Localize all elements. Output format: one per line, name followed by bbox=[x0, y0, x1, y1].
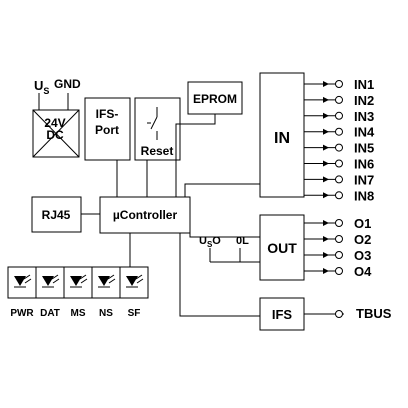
controller-label: µController bbox=[113, 208, 178, 222]
ifs-port-block: IFS- Port bbox=[84, 97, 131, 197]
input-terminal-2: IN2 bbox=[304, 93, 374, 108]
input-terminal-6: IN6 bbox=[304, 157, 374, 172]
output-terminal-4: O4 bbox=[304, 264, 372, 279]
in-label: IN bbox=[274, 130, 290, 147]
out-label: OUT bbox=[267, 240, 297, 256]
input-terminal-7: IN7 bbox=[304, 172, 374, 187]
switch-icon bbox=[147, 107, 158, 140]
led-label-sf: SF bbox=[128, 308, 141, 319]
ifs-block: IFS bbox=[259, 297, 305, 331]
ifs-port-label-2: Port bbox=[95, 123, 119, 137]
output-terminal-2: O2 bbox=[304, 232, 371, 247]
supply-type: DC bbox=[46, 128, 64, 142]
us-label: US bbox=[34, 78, 49, 96]
led-icon bbox=[126, 276, 138, 286]
led-icon bbox=[42, 276, 54, 286]
input-terminal-1: IN1 bbox=[304, 77, 374, 92]
led-row: PWR DAT MS NS SF bbox=[7, 266, 149, 319]
led-sf: SF bbox=[119, 267, 144, 319]
input-label-3: IN3 bbox=[354, 109, 374, 124]
tbus-terminal: TBUS bbox=[304, 306, 392, 321]
zero-l-label: 0L bbox=[236, 235, 249, 247]
in-block: IN bbox=[259, 72, 305, 198]
supply-voltage: 24V bbox=[44, 116, 65, 130]
output-label-1: O1 bbox=[354, 216, 371, 231]
led-dat: DAT bbox=[35, 267, 60, 319]
led-label-dat: DAT bbox=[40, 308, 60, 319]
input-label-2: IN2 bbox=[354, 93, 374, 108]
eprom-label: EPROM bbox=[193, 92, 237, 106]
eprom-block: EPROM bbox=[175, 81, 243, 197]
rj45-label: RJ45 bbox=[42, 208, 71, 222]
input-label-6: IN6 bbox=[354, 157, 374, 172]
input-label-8: IN8 bbox=[354, 188, 374, 203]
input-terminal-4: IN4 bbox=[304, 125, 375, 140]
input-label-1: IN1 bbox=[354, 77, 374, 92]
output-label-2: O2 bbox=[354, 232, 371, 247]
led-label-pwr: PWR bbox=[10, 308, 34, 319]
output-terminal-3: O3 bbox=[304, 248, 371, 263]
input-label-5: IN5 bbox=[354, 141, 374, 156]
output-supply: USO 0L bbox=[199, 235, 260, 263]
ifs-port-label-1: IFS- bbox=[96, 107, 119, 121]
power-supply: US GND 24V DC bbox=[32, 77, 81, 158]
led-ns: NS bbox=[91, 267, 116, 319]
controller-block: µController bbox=[99, 196, 191, 234]
ifs-label: IFS bbox=[272, 307, 293, 322]
led-pwr: PWR bbox=[10, 274, 34, 319]
input-terminal-8: IN8 bbox=[304, 188, 374, 203]
led-icon bbox=[98, 276, 110, 286]
input-label-4: IN4 bbox=[354, 125, 375, 140]
input-terminal-5: IN5 bbox=[304, 141, 374, 156]
uso-label: USO bbox=[199, 235, 221, 249]
output-terminal-1: O1 bbox=[304, 216, 371, 231]
rj45-block: RJ45 bbox=[31, 196, 100, 233]
tbus-label: TBUS bbox=[356, 306, 392, 321]
input-terminal-3: IN3 bbox=[304, 109, 374, 124]
output-label-3: O3 bbox=[354, 248, 371, 263]
led-icon bbox=[14, 276, 26, 286]
reset-label: Reset bbox=[141, 144, 174, 158]
led-label-ns: NS bbox=[99, 308, 113, 319]
output-label-4: O4 bbox=[354, 264, 372, 279]
reset-block: Reset bbox=[134, 97, 181, 197]
input-label-7: IN7 bbox=[354, 172, 374, 187]
out-block: OUT bbox=[259, 214, 305, 281]
led-icon bbox=[70, 276, 82, 286]
led-ms: MS bbox=[63, 267, 88, 319]
gnd-label: GND bbox=[54, 77, 81, 91]
led-label-ms: MS bbox=[71, 308, 86, 319]
